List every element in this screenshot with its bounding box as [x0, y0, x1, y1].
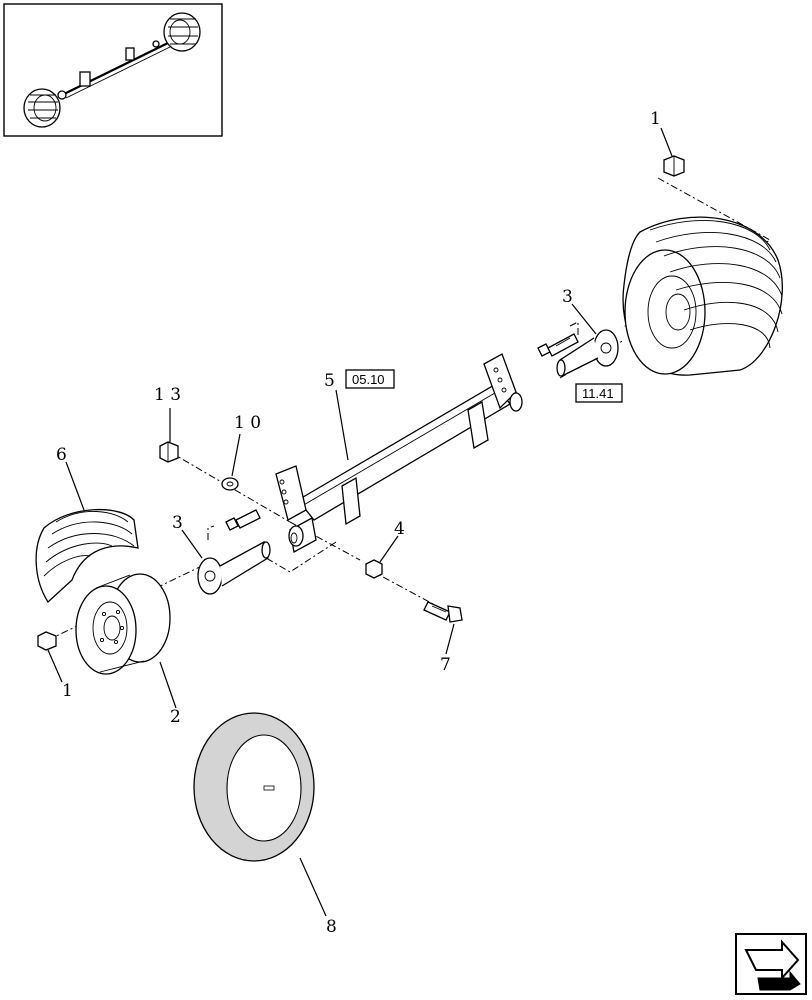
wheel-rim-2	[75, 573, 171, 675]
axle-frame	[275, 353, 523, 554]
navigation-arrow-icon[interactable]	[735, 933, 807, 995]
callout-1-bottom: 1	[62, 681, 73, 701]
callout-6: 6	[56, 445, 67, 465]
bolt-7	[423, 601, 463, 623]
callout-4: 4	[394, 519, 405, 539]
ref-wheel-label: 11.41	[582, 386, 614, 401]
nut-1-bottom	[37, 631, 57, 651]
spindle-right	[556, 329, 619, 377]
right-tire	[622, 216, 783, 376]
callout-7: 7	[440, 655, 451, 675]
bolt-right	[537, 333, 579, 357]
nut-4	[365, 559, 383, 579]
leader-lines	[47, 127, 673, 917]
nut-1-top	[663, 155, 685, 177]
ref-frame-label: 05.10	[352, 372, 385, 387]
tire-6	[35, 508, 139, 604]
callout-1-top: 1	[650, 109, 661, 129]
callout-2: 2	[170, 707, 181, 727]
washer-10	[221, 477, 239, 491]
assembly-thumbnail	[3, 3, 223, 137]
callout-10: 1 0	[234, 413, 261, 433]
ref-box-frame[interactable]: 05.10	[345, 369, 395, 389]
callout-3-left: 3	[172, 513, 183, 533]
callout-13: 1 3	[154, 385, 181, 405]
callout-8: 8	[326, 917, 337, 937]
nut-13	[159, 441, 179, 463]
spindle-left	[197, 541, 271, 595]
callout-5: 5	[324, 371, 335, 391]
ref-box-wheel[interactable]: 11.41	[575, 383, 623, 403]
inner-tube-8	[193, 712, 315, 862]
callout-3-right: 3	[562, 287, 573, 307]
bolt-left	[225, 509, 261, 531]
